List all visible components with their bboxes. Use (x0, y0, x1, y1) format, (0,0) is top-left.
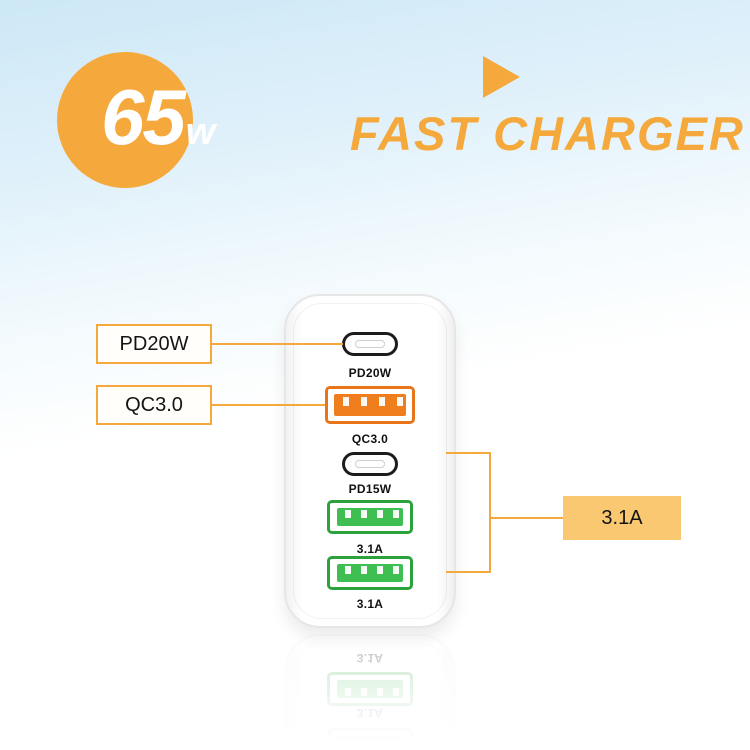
callout-line-31a (491, 517, 563, 519)
callout-pd20w: PD20W (96, 324, 212, 364)
bracket-top-line (446, 452, 491, 454)
bracket-bottom-line (446, 571, 491, 573)
port-label-31a-1: 3.1A (356, 542, 384, 556)
usb-a-port-31a-1 (327, 500, 413, 534)
usb-c-port-pd15w (342, 452, 398, 476)
callout-line-qc30 (212, 404, 325, 406)
charger-reflection: PD20W QC3.0 PD15W 3.1A 3.1A (284, 634, 456, 750)
port-label-pd15w: PD15W (348, 482, 392, 496)
wattage-unit: w (185, 111, 216, 153)
reflection-fade-overlay (284, 634, 456, 750)
usb-a-port-31a-2 (327, 556, 413, 590)
port-label-qc30: QC3.0 (351, 432, 389, 446)
product-title: FAST CHARGER (350, 107, 745, 160)
usb-a-port-qc30 (325, 386, 415, 424)
usb-c-port-pd20w (342, 332, 398, 356)
callout-qc30: QC3.0 (96, 385, 212, 425)
port-label-31a-2: 3.1A (356, 597, 384, 611)
wattage-badge: 65 w (57, 52, 215, 188)
callout-31a: 3.1A (563, 496, 681, 540)
port-label-pd20w: PD20W (348, 366, 392, 380)
charger-body: PD20W QC3.0 PD15W 3.1A 3.1A (284, 294, 456, 628)
wattage-value: 65 (101, 73, 186, 161)
callout-line-pd20w (212, 343, 343, 345)
bracket-vertical-line (489, 452, 491, 573)
play-triangle-icon (483, 56, 520, 98)
